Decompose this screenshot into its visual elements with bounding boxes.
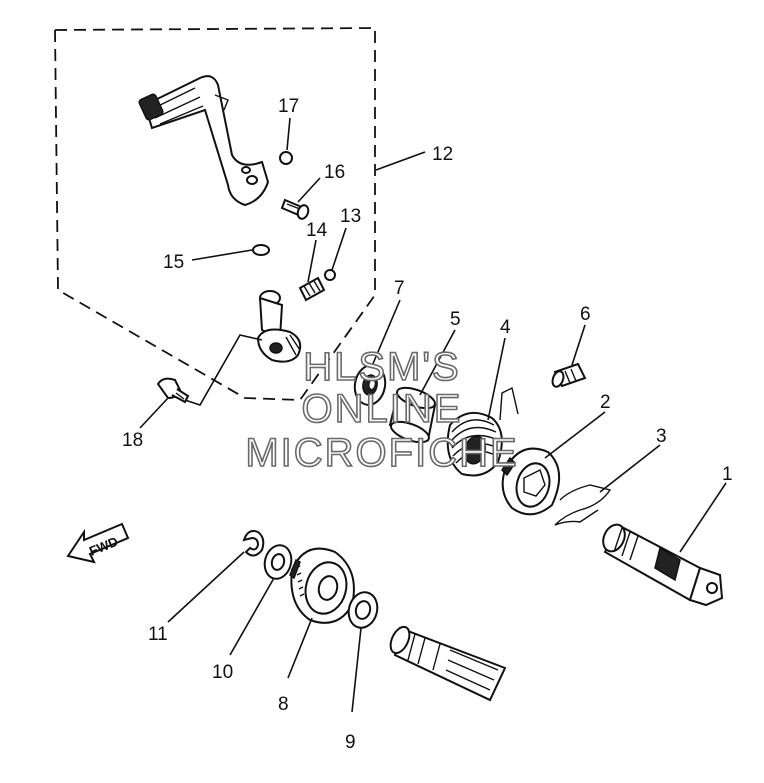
callout-16: 16 xyxy=(324,162,345,183)
part-9-washer[interactable] xyxy=(345,589,381,631)
callout-10: 10 xyxy=(212,662,233,683)
watermark-line-2: ONLINE xyxy=(302,387,463,431)
part-14-spring[interactable] xyxy=(298,276,326,302)
callout-4: 4 xyxy=(500,317,511,338)
callout-2: 2 xyxy=(600,392,611,413)
kick-pedal-arm[interactable] xyxy=(138,75,270,207)
callout-9: 9 xyxy=(345,732,356,753)
part-18-bolt[interactable] xyxy=(156,377,190,404)
callout-11: 11 xyxy=(148,624,168,645)
part-4-torsion-spring[interactable] xyxy=(446,386,519,477)
leader-lines xyxy=(139,117,727,713)
callout-14: 14 xyxy=(306,220,328,241)
part-5-spring-guide[interactable] xyxy=(388,384,437,447)
part-1-kick-shaft[interactable] xyxy=(599,521,724,607)
callout-3: 3 xyxy=(656,426,667,447)
part-3-spring-clip[interactable] xyxy=(554,484,612,526)
callout-1: 1 xyxy=(722,464,733,485)
callout-12: 12 xyxy=(432,144,453,165)
part-10-washer[interactable] xyxy=(261,542,295,582)
callout-6: 6 xyxy=(580,304,591,325)
watermark: HLSM'S ONLINE MICROFICHE xyxy=(245,344,518,476)
part-16-bolt[interactable] xyxy=(280,198,310,220)
callout-7: 7 xyxy=(394,278,405,299)
leader-18 xyxy=(184,334,263,406)
part-2-ratchet-gear[interactable] xyxy=(501,447,560,516)
part-15-clip[interactable] xyxy=(252,244,270,256)
callout-17: 17 xyxy=(278,96,299,117)
callout-18: 18 xyxy=(122,430,143,451)
part-17-ball[interactable] xyxy=(279,151,293,165)
callout-13: 13 xyxy=(340,206,361,227)
transmission-shaft xyxy=(389,625,507,702)
callout-5: 5 xyxy=(450,309,461,330)
kick-boss[interactable] xyxy=(256,290,302,363)
watermark-line-1: HLSM'S xyxy=(303,345,460,389)
part-11-circlip[interactable] xyxy=(242,530,265,557)
part-8-idle-gear[interactable] xyxy=(289,547,355,624)
callout-numbers: 17 16 15 14 13 12 7 5 4 6 2 3 1 18 11 10… xyxy=(122,96,733,753)
callout-15: 15 xyxy=(163,252,184,273)
callout-8: 8 xyxy=(278,694,289,715)
watermark-line-3: MICROFICHE xyxy=(245,431,518,475)
fwd-arrow: FWD xyxy=(66,522,130,564)
part-7-washer[interactable] xyxy=(352,363,388,408)
part-6-pin[interactable] xyxy=(551,362,587,388)
part-13-ball[interactable] xyxy=(324,269,336,281)
